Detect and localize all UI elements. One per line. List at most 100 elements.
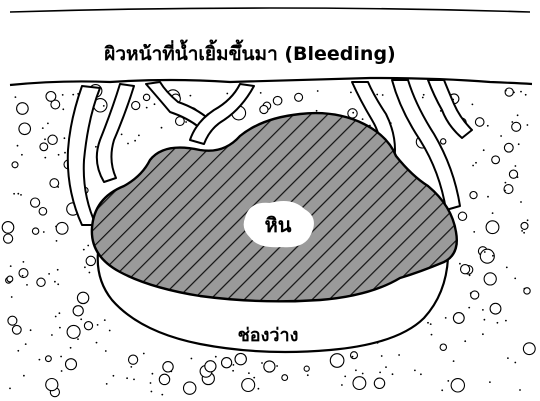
aggregate-dot [379, 372, 381, 374]
aggregate-dot [261, 362, 263, 364]
aggregate-dot [517, 114, 519, 116]
aggregate-dot [483, 149, 485, 151]
aggregate-pebble [19, 123, 31, 135]
aggregate-pebble [7, 276, 13, 282]
aggregate-dot [482, 333, 484, 335]
aggregate-dot [59, 327, 61, 329]
aggregate-dot [151, 391, 153, 393]
aggregate-pebble [374, 378, 384, 388]
aggregate-dot [72, 94, 74, 96]
aggregate-dot [505, 320, 507, 322]
aggregate-dot [487, 196, 489, 198]
aggregate-dot [226, 93, 228, 95]
aggregate-dot [505, 90, 507, 92]
aggregate-dot [511, 121, 513, 123]
aggregate-dot [190, 95, 192, 97]
aggregate-dot [441, 389, 443, 391]
aggregate-dot [23, 375, 25, 377]
aggregate-dot [42, 127, 44, 129]
aggregate-dot [469, 274, 471, 276]
aggregate-dot [143, 353, 145, 355]
aggregate-dot [106, 383, 108, 385]
aggregate-dot [352, 112, 354, 114]
aggregate-dot [427, 322, 429, 324]
aggregate-dot [61, 370, 63, 372]
aggregate-pebble [17, 103, 29, 115]
aggregate-dot [519, 389, 521, 391]
aggregate-dot [430, 323, 432, 325]
aggregate-pebble [67, 325, 80, 338]
aggregate-pebble [440, 344, 446, 350]
aggregate-dot [11, 296, 13, 298]
aggregate-pebble [159, 374, 169, 384]
aggregate-dot [17, 193, 19, 195]
aggregate-dot [518, 143, 520, 145]
aggregate-pebble [73, 306, 83, 316]
aggregate-dot [317, 90, 319, 92]
aggregate-dot [105, 350, 107, 352]
aggregate-pebble [86, 256, 95, 265]
aggregate-dot [57, 269, 59, 271]
aggregate-dot [22, 275, 24, 277]
aggregate-dot [133, 379, 135, 381]
aggregate-dot [520, 91, 522, 93]
aggregate-dot [77, 338, 79, 340]
aggregate-pebble [451, 379, 464, 392]
aggregate-pebble [4, 234, 13, 243]
aggregate-dot [9, 388, 11, 390]
aggregate-pebble [504, 185, 513, 194]
aggregate-dot [80, 318, 82, 320]
aggregate-dot [233, 364, 235, 366]
aggregate-pebble [441, 139, 446, 144]
concrete-surface-line [10, 78, 532, 85]
aggregate-dot [276, 365, 278, 367]
aggregate-dot [121, 134, 123, 136]
aggregate-dot [21, 154, 23, 156]
aggregate-dot [126, 377, 128, 379]
aggregate-dot [260, 92, 262, 94]
aggregate-pebble [351, 352, 358, 359]
aggregate-dot [170, 371, 172, 373]
aggregate-dot [482, 309, 484, 311]
aggregate-dot [468, 307, 470, 309]
aggregate-dot [362, 118, 364, 120]
aggregate-pebble [84, 322, 92, 330]
aggregate-dot [96, 342, 98, 344]
aggregate-dot [470, 292, 472, 294]
aggregate-pebble [12, 162, 18, 168]
aggregate-dot [150, 382, 152, 384]
aggregate-dot [376, 94, 378, 96]
aggregate-dot [523, 232, 525, 234]
aggregate-dot [191, 358, 193, 360]
title-label: ผิวหน้าที่น้ำเยิ้มขึ้นมา (Bleeding) [104, 39, 395, 65]
aggregate-dot [525, 94, 527, 96]
aggregate-dot [258, 388, 260, 390]
aggregate-dot [307, 374, 309, 376]
aggregate-pebble [509, 170, 517, 178]
aggregate-dot [506, 267, 508, 269]
aggregate-dot [64, 137, 66, 139]
aggregate-dot [489, 381, 491, 383]
aggregate-dot [514, 362, 516, 364]
aggregate-dot [472, 104, 474, 106]
aggregate-dot [492, 212, 494, 214]
aggregate-dot [185, 121, 187, 123]
aggregate-dot [344, 376, 346, 378]
aggregate-dot [23, 261, 25, 263]
aggregate-pebble [484, 273, 496, 285]
aggregate-pebble [348, 109, 357, 118]
aggregate-pebble [486, 221, 499, 234]
aggregate-dot [382, 94, 384, 96]
aggregate-dot [484, 251, 486, 253]
aggregate-dot [103, 105, 105, 107]
aggregate-dot [83, 249, 85, 251]
water-channel-right-inner [428, 80, 472, 138]
aggregate-dot [341, 384, 343, 386]
aggregate-dot [524, 288, 526, 290]
aggregate-dot [459, 263, 461, 265]
aggregate-pebble [8, 316, 17, 325]
aggregate-dot [414, 370, 416, 372]
aggregate-dot [445, 317, 447, 319]
aggregate-dot [30, 329, 32, 331]
aggregate-dot [20, 194, 22, 196]
